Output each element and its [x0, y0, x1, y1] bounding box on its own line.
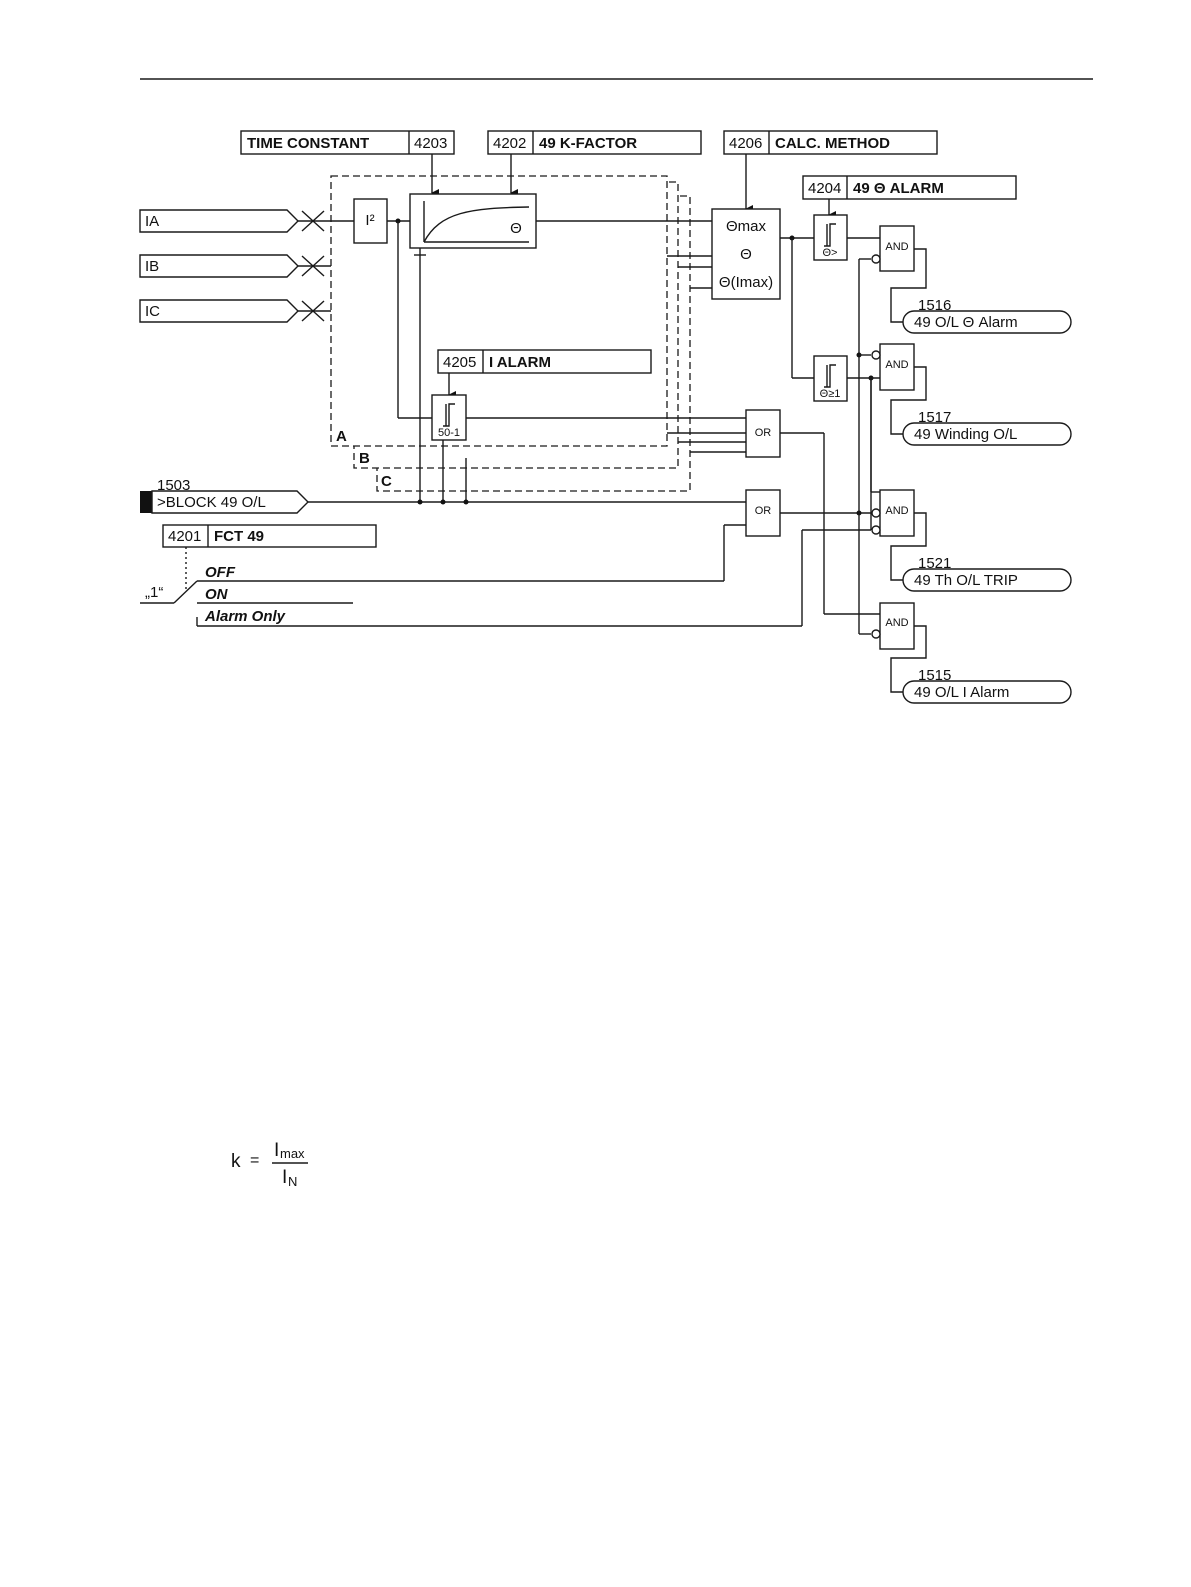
- phase-label-c: C: [381, 473, 392, 490]
- or-label: OR: [755, 427, 772, 439]
- output-label: 49 O/L Θ Alarm: [914, 314, 1018, 331]
- phase-label-a: A: [336, 428, 347, 445]
- input-ia: IA: [140, 210, 354, 232]
- square-label: I²: [365, 212, 374, 229]
- or-gate-1: OR: [746, 410, 780, 457]
- fct-option-off: OFF: [205, 564, 236, 581]
- setting-address: 4204: [808, 180, 841, 197]
- phase-label-b: B: [359, 450, 370, 467]
- and-label: AND: [885, 617, 908, 629]
- calc-method-block: Θmax Θ Θ(Imax): [712, 209, 780, 299]
- threshold-theta-trip: Θ≥1: [814, 356, 847, 401]
- setting-k-factor: 4202 49 K-FACTOR: [488, 131, 701, 154]
- setting-theta-alarm: 4204 49 Θ ALARM: [803, 176, 1016, 199]
- setting-label: 49 K-FACTOR: [539, 135, 637, 152]
- setting-label: 49 Θ ALARM: [853, 180, 944, 197]
- block-input-label: >BLOCK 49 O/L: [157, 494, 266, 511]
- input-ib: IB: [140, 255, 331, 277]
- and-label: AND: [885, 359, 908, 371]
- theta-max-label: Θmax: [726, 218, 767, 235]
- input-ic: IC: [140, 300, 331, 322]
- or-gate-2: OR: [746, 490, 780, 536]
- square-block: I²: [354, 199, 387, 243]
- and-gate-i-alarm: AND: [872, 603, 914, 649]
- setting-i-alarm: 4205 I ALARM: [438, 350, 651, 373]
- setting-time-constant: TIME CONSTANT 4203: [241, 131, 454, 154]
- output-winding: 1517 49 Winding O/L: [903, 409, 1071, 445]
- input-label: IC: [145, 303, 160, 320]
- formula-equals: =: [250, 1152, 259, 1169]
- setting-address: 4205: [443, 354, 476, 371]
- setting-calc-method: 4206 CALC. METHOD: [724, 131, 937, 154]
- setting-address: 4201: [168, 528, 201, 545]
- constant-one: „1“: [145, 584, 163, 601]
- block-input: 1503 >BLOCK 49 O/L: [140, 477, 308, 513]
- threshold-label: Θ≥1: [820, 388, 841, 400]
- thermal-theta-label: Θ: [510, 220, 522, 237]
- output-i-alarm: 1515 49 O/L I Alarm: [903, 667, 1071, 703]
- formula-denominator-sub: N: [288, 1174, 297, 1189]
- formula-numerator: I: [274, 1140, 279, 1161]
- threshold-i-alarm: 50-1: [432, 395, 466, 440]
- setting-address: 4202: [493, 135, 526, 152]
- formula-denominator: I: [282, 1167, 287, 1188]
- setting-address: 4203: [414, 135, 447, 152]
- setting-label: I ALARM: [489, 354, 551, 371]
- and-label: AND: [885, 505, 908, 517]
- theta-label: Θ: [740, 246, 752, 263]
- threshold-label: Θ>: [823, 247, 838, 259]
- or-label: OR: [755, 505, 772, 517]
- threshold-label: 50-1: [438, 427, 460, 439]
- formula-numerator-sub: max: [280, 1146, 305, 1161]
- and-gate-winding: AND: [872, 344, 914, 390]
- setting-address: 4206: [729, 135, 762, 152]
- threshold-theta-alarm: Θ>: [814, 215, 847, 260]
- output-label: 49 Winding O/L: [914, 426, 1017, 443]
- input-label: IA: [145, 213, 159, 230]
- theta-imax-label: Θ(Imax): [719, 274, 773, 291]
- input-label: IB: [145, 258, 159, 275]
- and-gate-trip: AND: [872, 490, 914, 536]
- formula-lhs: k: [231, 1151, 241, 1172]
- setting-label: CALC. METHOD: [775, 135, 890, 152]
- and-label: AND: [885, 241, 908, 253]
- setting-label: TIME CONSTANT: [247, 135, 369, 152]
- fct-option-alarm-only: Alarm Only: [204, 608, 286, 625]
- output-label: 49 Th O/L TRIP: [914, 572, 1018, 589]
- thermal-model-block: Θ: [410, 194, 536, 248]
- fct-option-on: ON: [205, 586, 229, 603]
- output-label: 49 O/L I Alarm: [914, 684, 1009, 701]
- k-factor-formula: k = I max I N: [231, 1140, 308, 1189]
- output-theta-alarm: 1516 49 O/L Θ Alarm: [903, 297, 1071, 333]
- and-gate-theta-alarm: AND: [872, 226, 914, 271]
- setting-fct: 4201 FCT 49: [163, 525, 376, 547]
- output-trip: 1521 49 Th O/L TRIP: [903, 555, 1071, 591]
- setting-label: FCT 49: [214, 528, 264, 545]
